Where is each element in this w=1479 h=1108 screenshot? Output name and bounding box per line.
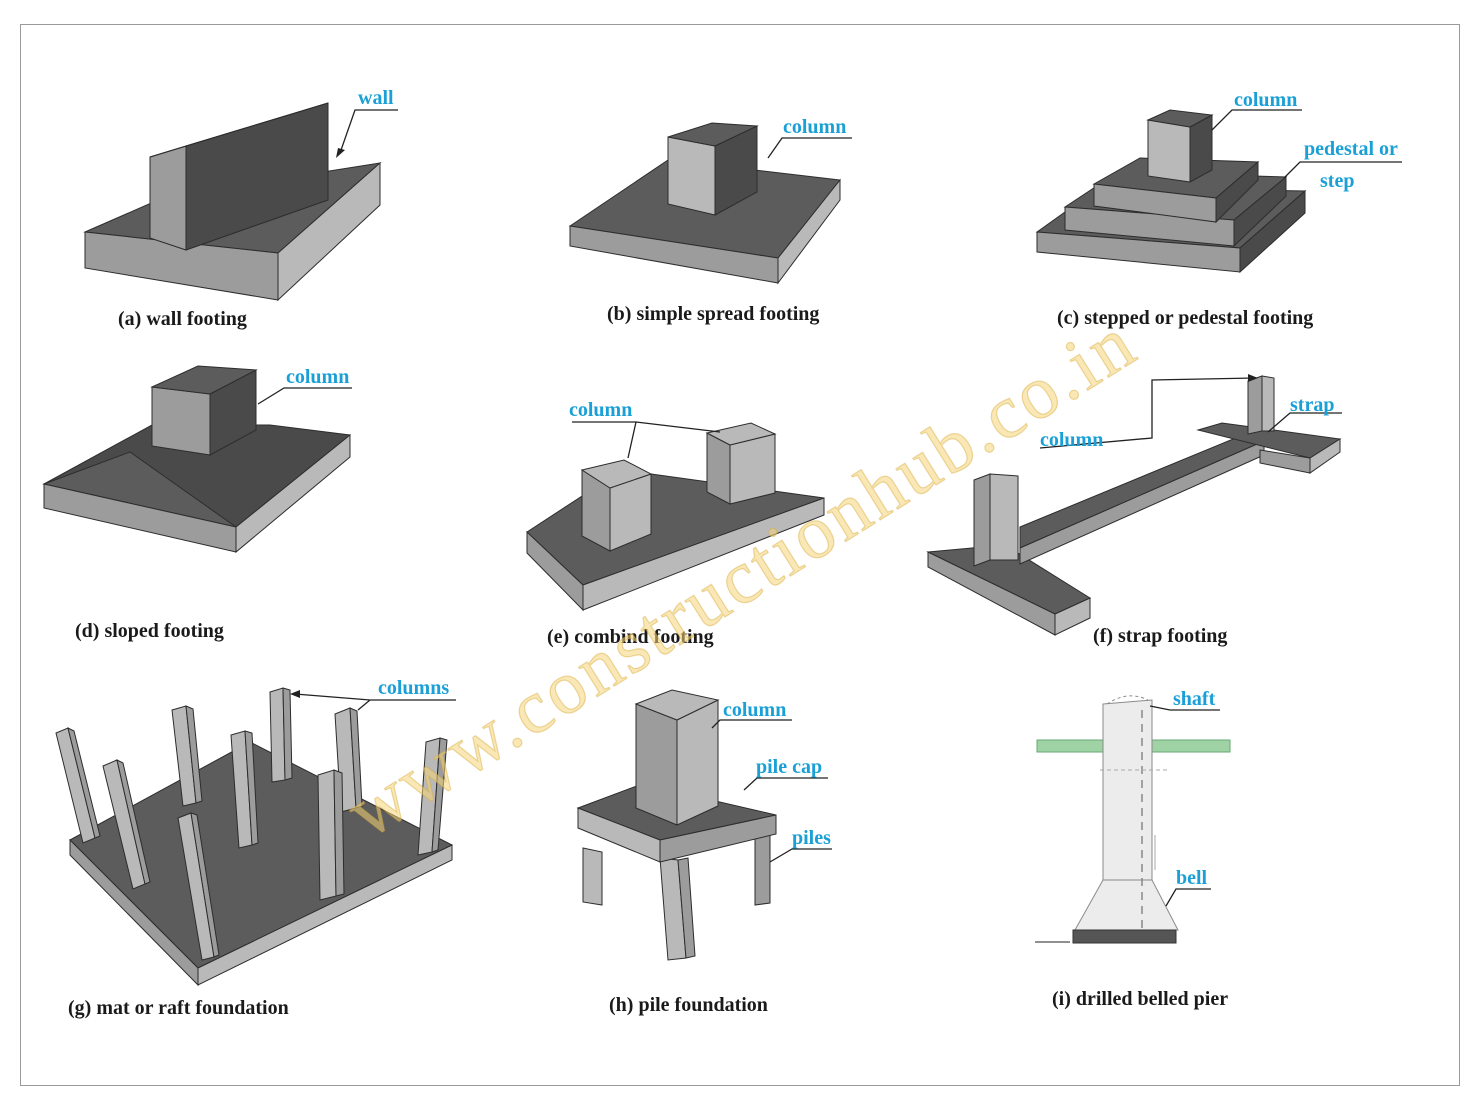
piles-label: piles <box>792 827 831 849</box>
caption-sloped-footing: (d) sloped footing <box>75 620 224 642</box>
strap-label-callout: strap <box>1267 394 1342 433</box>
caption-belled-pier: (i) drilled belled pier <box>1052 988 1228 1010</box>
column-label-callout-f: column <box>1039 374 1258 451</box>
shaft-label: shaft <box>1173 688 1216 710</box>
column-label-f: column <box>1040 429 1103 451</box>
column-label-h: column <box>723 699 786 721</box>
pile-cap-label: pile cap <box>756 756 822 778</box>
pile-callouts: column pile cap piles <box>711 699 832 863</box>
strap-footing-figure <box>926 375 1342 636</box>
wall-footing-figure <box>83 102 382 302</box>
wall-label-callout: wall <box>336 87 398 158</box>
caption-spread-footing: (b) simple spread footing <box>607 303 819 325</box>
column-label-c: column <box>1234 89 1297 111</box>
column-label-b: column <box>783 116 846 138</box>
wall-label: wall <box>358 87 394 109</box>
mat-columns <box>55 687 448 961</box>
combined-footing-figure <box>526 422 825 612</box>
strap-label: strap <box>1290 394 1334 416</box>
pedestal-label-callout: pedestal or step <box>1283 138 1402 192</box>
sloped-footing-figure <box>42 365 352 554</box>
spread-footing-figure <box>568 122 841 285</box>
column-label-callout-d: column <box>257 366 352 405</box>
column-label-d: column <box>286 366 349 388</box>
caption-pile-foundation: (h) pile foundation <box>609 994 768 1016</box>
caption-combined-footing: (e) combind footing <box>547 626 714 648</box>
column-label-callout-b: column <box>767 116 852 159</box>
columns-label: columns <box>378 677 449 699</box>
pedestal-label-line1: pedestal or <box>1304 138 1398 160</box>
pier-callouts: shaft bell <box>1149 688 1220 907</box>
drawing-frame <box>20 24 1460 1086</box>
stepped-footing-figure <box>1035 109 1307 274</box>
caption-strap-footing: (f) strap footing <box>1093 625 1227 647</box>
belled-pier-figure <box>1035 695 1231 944</box>
pile-foundation-figure <box>576 689 777 961</box>
columns-label-callout: columns <box>290 677 456 711</box>
column-label-callout-c: column <box>1211 89 1302 131</box>
caption-wall-footing: (a) wall footing <box>118 308 247 330</box>
column-label-e: column <box>569 399 632 421</box>
column-label-callout-e: column <box>569 399 721 459</box>
bell-label: bell <box>1176 867 1208 889</box>
caption-mat-foundation: (g) mat or raft foundation <box>68 997 289 1019</box>
caption-stepped-footing: (c) stepped or pedestal footing <box>1057 307 1313 329</box>
pedestal-label-line2: step <box>1320 170 1354 192</box>
